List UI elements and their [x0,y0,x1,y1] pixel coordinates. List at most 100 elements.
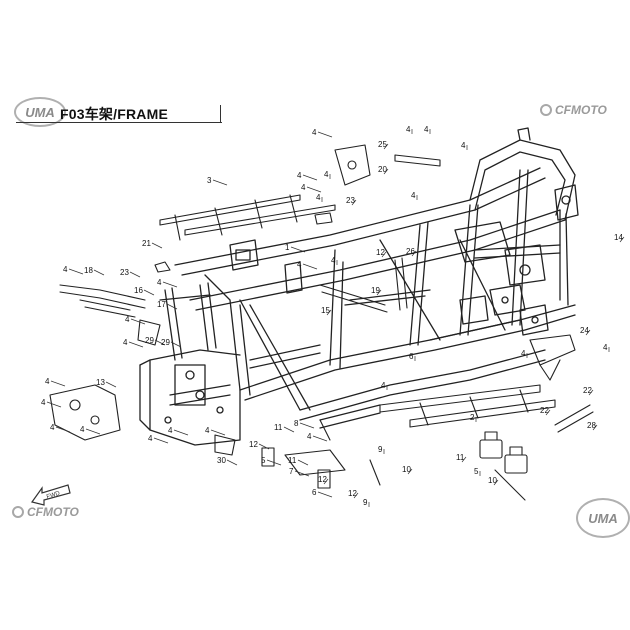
callout-number: 13 [96,378,105,387]
callout-number: 4 [461,141,466,150]
callout-leader-line [266,459,282,466]
callout-number: 18 [84,266,93,275]
callout-number: 4 [41,398,46,407]
callout-leader-line [306,186,322,193]
part-24-bracket [529,334,576,366]
callout-leader-line [326,309,332,316]
callout-number: 4 [301,183,306,192]
page-title: F03车架/FRAME [60,106,168,122]
callout-number: 10 [402,465,411,474]
part-13-plate [49,384,121,441]
part-5-mount [479,439,503,459]
callout-leader-line [68,268,84,275]
part-2-rear-rack [379,384,541,413]
callout-leader-line [323,478,329,485]
callout-number: 12 [249,440,258,449]
callout-number: 23 [346,196,355,205]
callout-number: 7 [289,467,294,476]
callout-leader-line [383,143,389,150]
callout-leader-line [173,429,189,436]
callout-leader-line [129,271,141,278]
callout-leader-line [226,459,238,466]
part-19-tube [319,284,386,306]
callout-number: 4 [424,125,429,134]
callout-leader-line [294,470,310,477]
upper-rail-left [174,167,541,266]
uma-logo-text: UMA [25,104,55,120]
callout-leader-line [381,251,387,258]
callout-number: 19 [371,286,380,295]
callout-number: 12 [348,489,357,498]
callout-number: 21 [142,239,151,248]
callout-number: 4 [45,377,50,386]
callout-number: 9 [378,445,383,454]
callout-number: 4 [312,128,317,137]
lower-rail-left [239,304,576,391]
callout-leader-line [210,429,226,436]
callout-number: 6 [312,488,317,497]
callout-leader-line [493,479,499,486]
callout-number: 5 [261,456,266,465]
callout-leader-line [302,263,318,270]
upper-rail-right [189,209,561,301]
callout-number: 30 [217,456,226,465]
uma-logo-top: UMA [14,97,66,127]
callout-number: 3 [207,176,212,185]
callout-leader-line [105,381,117,388]
callout-leader-line [93,269,105,276]
callout-number: 25 [378,140,387,149]
callout-number: 4 [297,260,302,269]
part-20-strip [394,154,441,167]
callout-leader-line [317,131,333,138]
cfmoto-ring-icon [12,506,24,518]
callout-leader-line [290,246,306,253]
callout-number: 4 [157,278,162,287]
callout-number: 4 [125,315,130,324]
callout-leader-line [299,422,315,429]
forward-arrow-icon: FWD [30,484,71,506]
callout-leader-line [153,437,169,444]
header-tick [220,105,221,122]
callout-leader-line [297,459,309,466]
callout-leader-line [166,303,178,310]
part-10-bolt [494,469,526,501]
callout-leader-line [55,426,71,433]
cfmoto-ring-icon [540,104,552,116]
callout-leader-line [170,341,182,348]
callout-leader-line [50,380,66,387]
callout-leader-line [353,492,359,499]
fwd-label: FWD [46,491,61,501]
callout-leader-line [351,199,357,206]
callout-number: 4 [50,423,55,432]
callout-number: 24 [580,326,589,335]
callout-number: 10 [488,476,497,485]
callout-leader-line [302,174,318,181]
callout-number: 4 [205,426,210,435]
callout-leader-line [151,242,163,249]
callout-number: 4 [297,171,302,180]
callout-number: 14 [614,233,623,242]
callout-number: 2 [470,413,475,422]
part-7-arm [284,449,346,476]
callout-leader-line [461,456,467,463]
uma-logo-text: UMA [588,510,618,526]
callout-number: 4 [63,265,68,274]
callout-number: 11 [274,423,283,432]
callout-leader-line [312,435,328,442]
callout-number: 12 [318,475,327,484]
cfmoto-logo-top: CFMOTO [540,103,607,117]
callout-number: 5 [474,467,479,476]
callout-number: 4 [307,432,312,441]
cfmoto-logo-bottom: CFMOTO [12,505,79,519]
callout-number: 4 [521,349,526,358]
callout-leader-line [85,428,101,435]
callout-leader-line [545,409,551,416]
callout-number: 15 [321,306,330,315]
callout-leader-line [407,468,413,475]
part-25-bracket [334,144,371,186]
callout-leader-line [162,281,178,288]
callout-number: 4 [406,125,411,134]
callout-number: 9 [363,498,368,507]
